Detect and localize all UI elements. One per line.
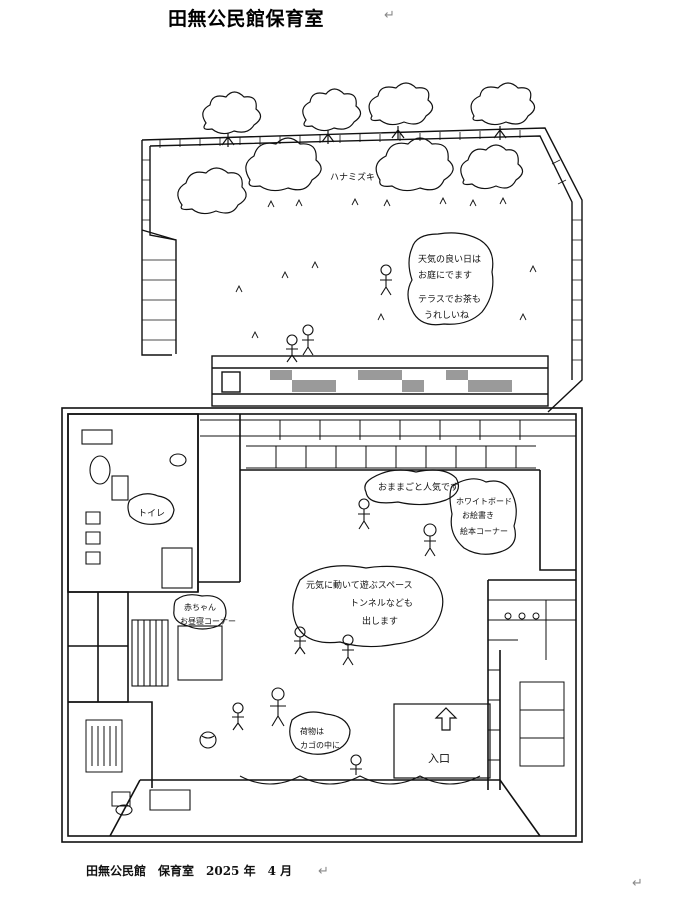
entrance-label: 入口	[428, 752, 450, 765]
baby-crib	[131, 619, 223, 687]
whiteboard-note-line: ホワイトボード	[456, 497, 512, 506]
baby-note-line: お昼寝コーナー	[180, 616, 236, 626]
terrace-note-line: お庭にでます	[418, 269, 472, 281]
whiteboard-note-line: お絵書き	[462, 510, 494, 520]
play-note-line: トンネルなども	[350, 598, 413, 609]
luggage-note-line: 荷物は	[300, 726, 324, 736]
baby-note-line: 赤ちゃん	[184, 603, 216, 612]
return-mark: ↵	[318, 864, 329, 879]
garden-fence	[141, 127, 583, 413]
terrace-note-line: テラスでお茶も	[418, 293, 481, 305]
tree-label: ハナミズキ	[330, 171, 375, 183]
mama-note: おままごと人気です	[378, 481, 459, 493]
return-mark: ↵	[632, 876, 643, 891]
luggage-note-line: カゴの中に	[300, 740, 340, 750]
toilet-fixtures	[81, 429, 193, 589]
document-title: 田無公民館保育室	[168, 8, 325, 30]
play-note-line: 元気に動いて遊ぶスペース	[306, 579, 413, 591]
document-footer: 田無公民館 保育室 2025 年 4 月	[86, 864, 293, 878]
return-mark: ↵	[384, 8, 395, 23]
toilet-label: トイレ	[138, 509, 165, 519]
play-note-line: 出します	[362, 615, 398, 627]
building-walls	[61, 407, 583, 843]
entrance-mat	[393, 703, 491, 779]
play-items	[115, 731, 481, 816]
top-windows	[200, 419, 576, 469]
tree-row	[177, 82, 536, 215]
terrace-note-line: 天気の良い日は	[418, 253, 481, 265]
terrace	[211, 355, 549, 407]
people	[232, 264, 437, 775]
right-shelves	[488, 599, 576, 767]
speech-bubbles	[127, 232, 517, 755]
cubby-lockers	[85, 719, 131, 807]
grass	[235, 196, 537, 339]
whiteboard-note-line: 絵本コーナー	[460, 526, 508, 536]
terrace-note-line: うれしいね	[424, 310, 469, 321]
